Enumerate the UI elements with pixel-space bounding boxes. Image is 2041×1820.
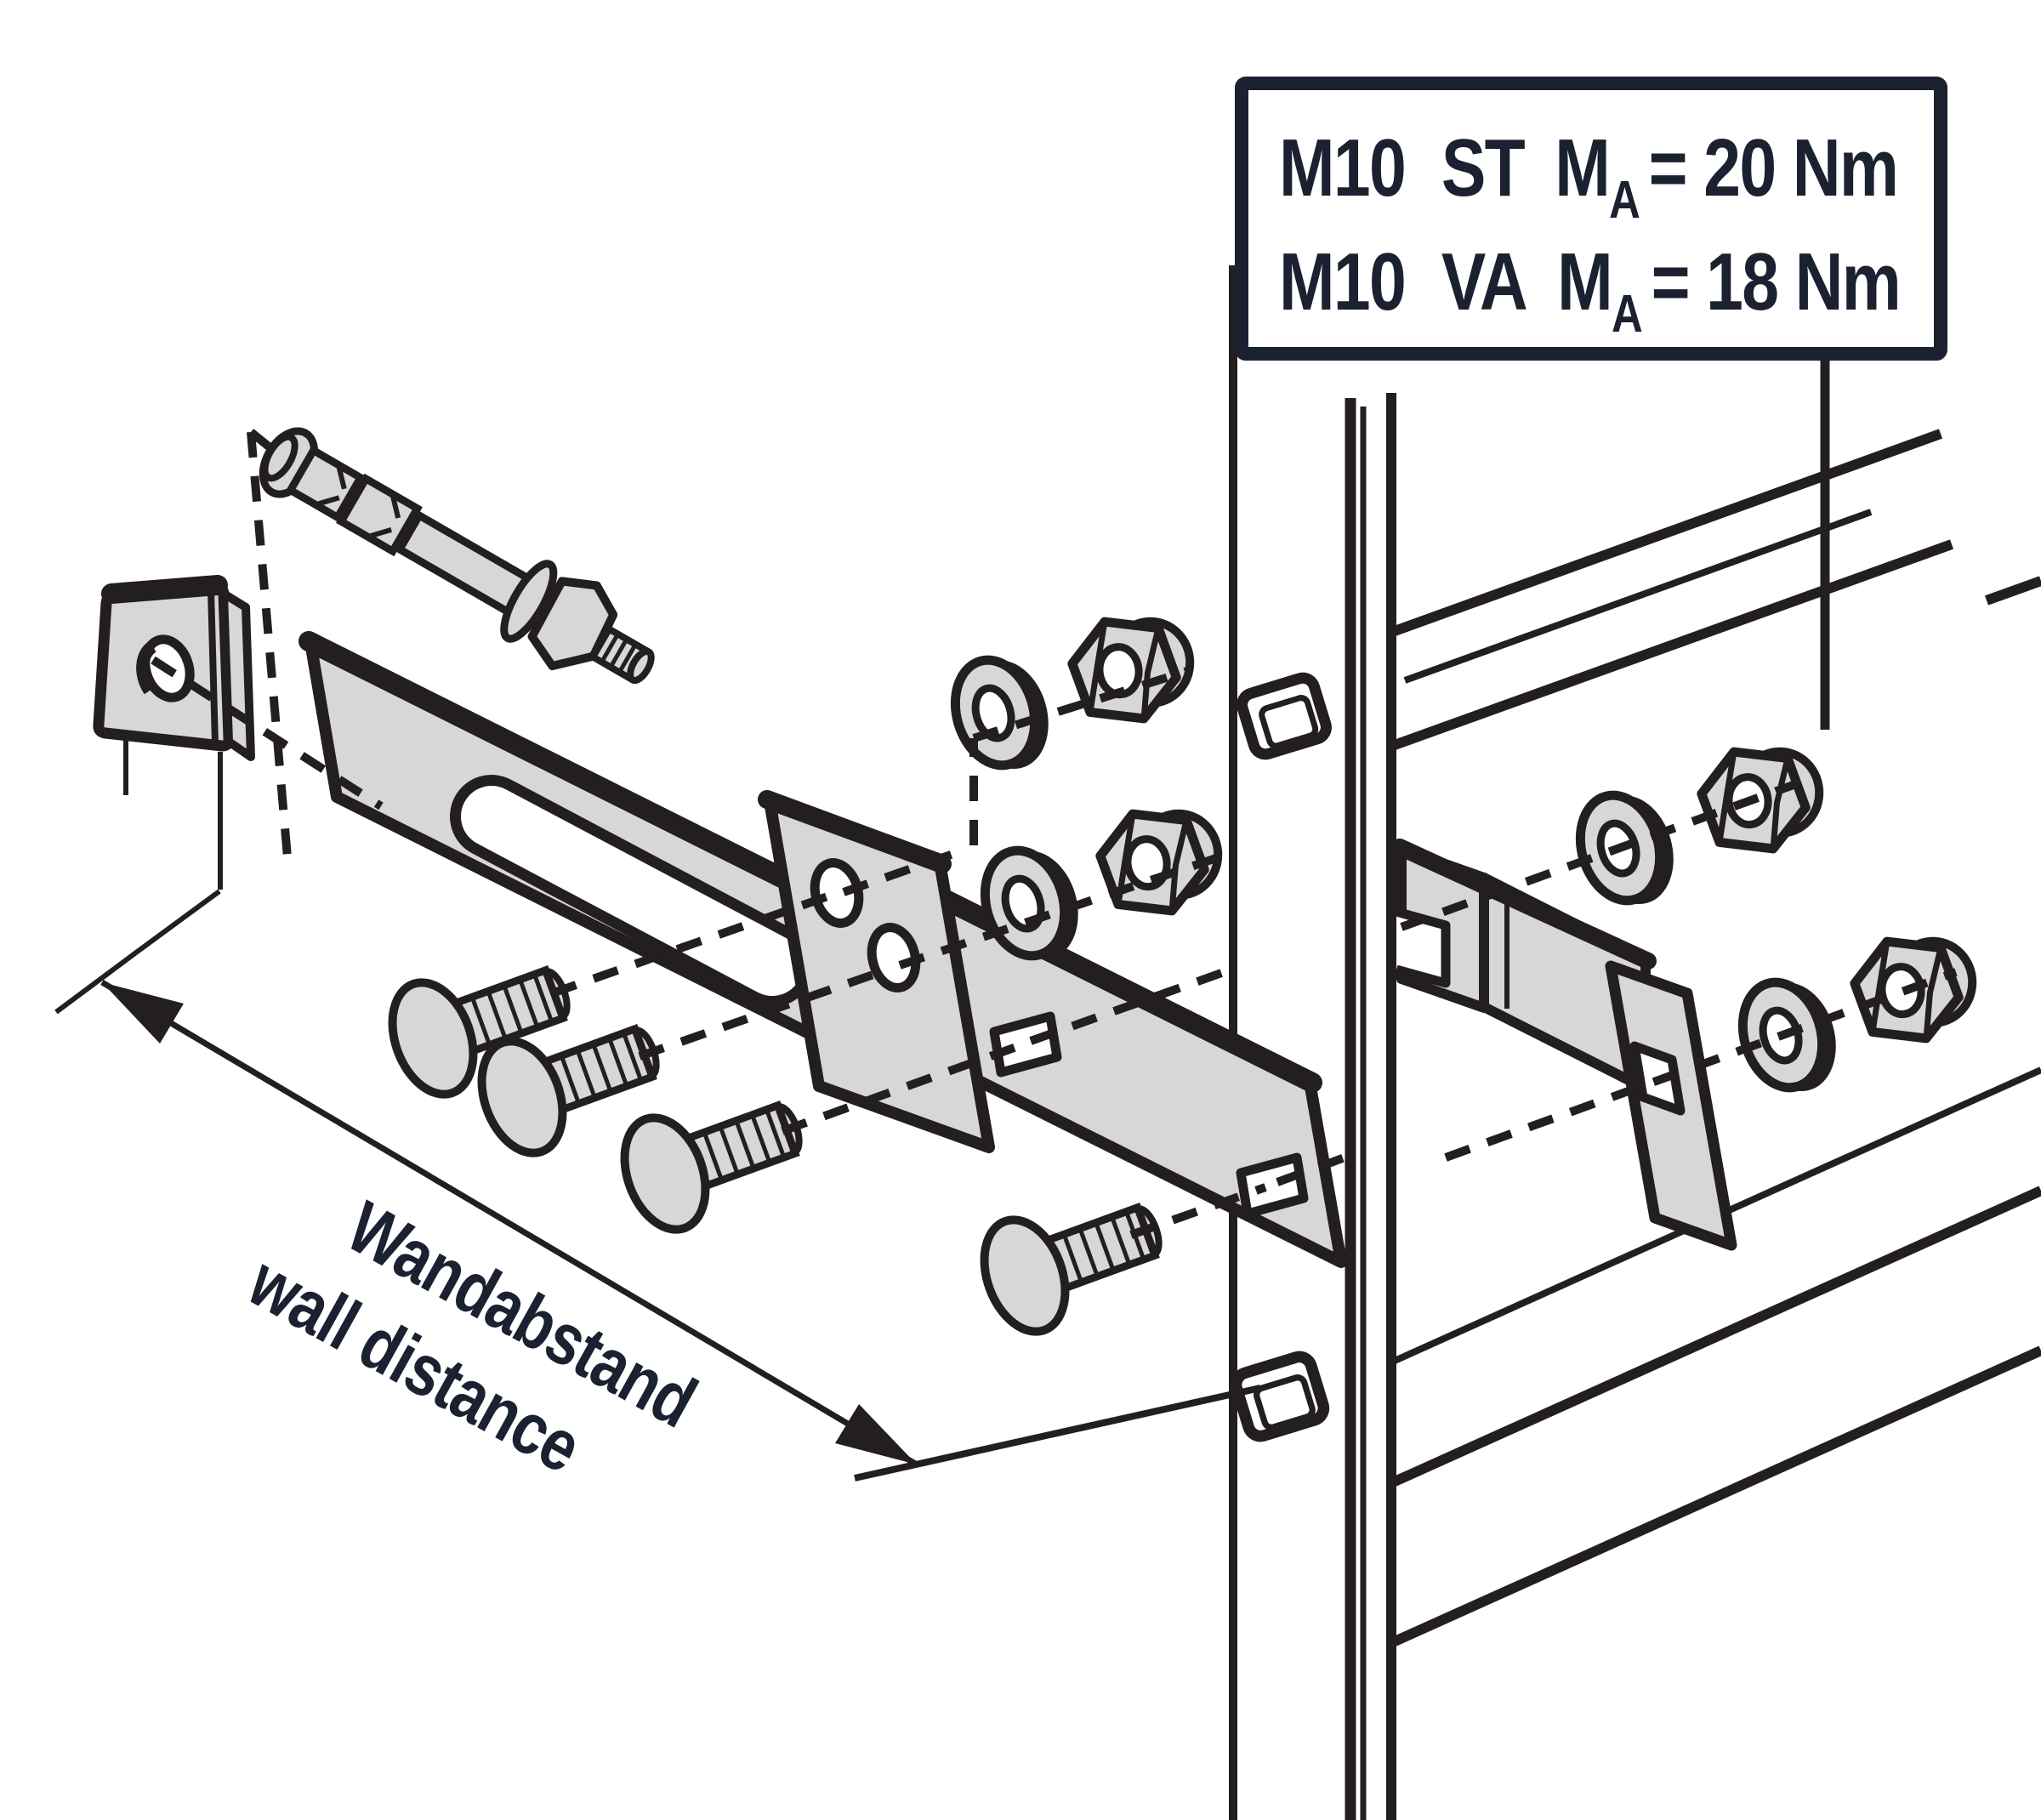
hex-nut-3 xyxy=(1697,743,1825,856)
anchor-axis-vertical xyxy=(247,431,292,858)
bracket-hole-axis xyxy=(151,656,384,810)
nut4-axis xyxy=(1444,968,1958,1162)
washer-1 xyxy=(943,647,1060,782)
wall-bracket-fold-line xyxy=(208,589,219,744)
post-square-hole-lower xyxy=(1233,1354,1327,1439)
bolt4-axis xyxy=(1129,1152,1349,1239)
slotted-strap-top-edge xyxy=(298,631,863,924)
hook-strap-square-hole-2 xyxy=(1241,1157,1304,1214)
clamp-arm-top-edge xyxy=(1391,839,1657,970)
nut3-axis xyxy=(1400,775,1811,931)
bolt1-axis xyxy=(550,845,969,998)
hex-nut-1 xyxy=(1068,613,1196,725)
flange-plate-top-edge xyxy=(758,790,952,873)
anchor-bolt xyxy=(259,427,655,685)
rack-frame-rails xyxy=(1392,429,2041,1647)
bottom-rail-3 xyxy=(1392,1345,2041,1647)
dimension-line xyxy=(100,979,918,1468)
carriage-bolt-3 xyxy=(610,1072,816,1241)
carriage-bolt-4 xyxy=(969,1174,1175,1343)
wall-distance-label: Wandabstand wall distance xyxy=(236,1186,709,1488)
hook-strap-square-hole-1 xyxy=(994,1016,1057,1072)
bolt2-axis xyxy=(638,854,1218,1061)
anchor-axis-to-cap xyxy=(247,429,286,461)
bolt1-axis-jog xyxy=(969,666,1192,845)
extension-line-post xyxy=(854,1385,1261,1482)
hook-strap-top-edge xyxy=(907,875,1322,1093)
flange-plate xyxy=(758,790,995,1153)
strap-slot xyxy=(461,786,803,996)
wall-bracket-hole-shadow xyxy=(136,640,157,695)
bolt3-axis xyxy=(781,967,1228,1135)
rack-post xyxy=(1229,265,1396,1820)
top-rail-1 xyxy=(1392,429,1943,636)
dimension-arrowhead-left xyxy=(102,982,184,1044)
bottom-rail-2 xyxy=(1392,1186,2041,1487)
extension-line-wall xyxy=(54,889,221,1015)
wall-bracket-flange xyxy=(219,589,255,761)
slotted-strap xyxy=(298,631,883,1073)
wall-bracket-top-edge xyxy=(101,575,228,604)
top-rail-2 xyxy=(1403,509,1873,684)
dimension-arrowhead-right xyxy=(835,1404,917,1465)
wall-bracket xyxy=(93,575,255,890)
clamp-bracket xyxy=(1391,839,1737,1251)
post-square-hole-upper xyxy=(1239,675,1329,757)
flange-plate-hole-2 xyxy=(867,923,921,992)
top-rail-stub xyxy=(1984,576,2041,606)
assembly-axes xyxy=(151,429,1958,1239)
top-rail-3 xyxy=(1392,539,1954,750)
